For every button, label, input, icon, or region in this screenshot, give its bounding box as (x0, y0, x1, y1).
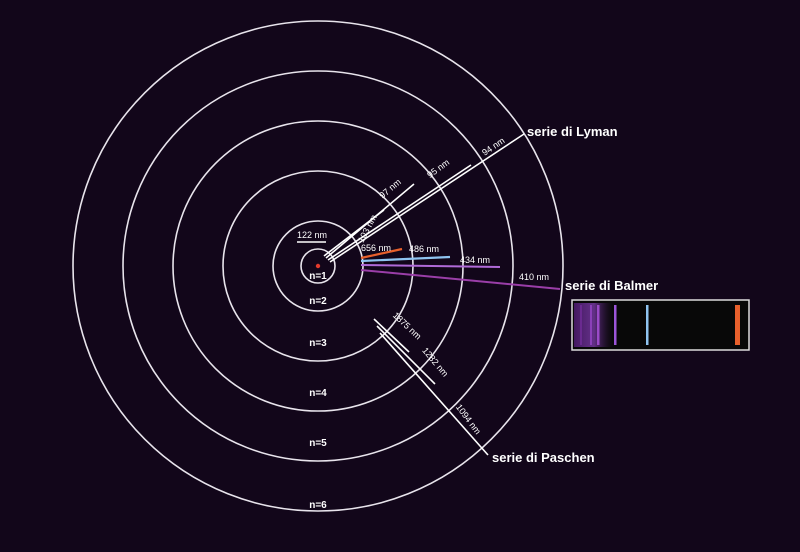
spectrum-line-397 (590, 305, 592, 345)
orbit-n5 (122, 70, 514, 462)
paschen-line-1094 (379, 332, 489, 456)
orbit-n6 (72, 20, 564, 512)
level-label-n4: n=4 (309, 388, 327, 399)
spectrum-line-410 (597, 305, 600, 345)
level-label-n6: n=6 (309, 500, 327, 511)
balmer-label-410: 410 nm (519, 272, 549, 282)
lyman-series-label: serie di Lyman (527, 124, 618, 139)
balmer-spectrum (571, 299, 750, 351)
balmer-label-656: 656 nm (361, 243, 391, 253)
paschen-label-1094: 1094 nm (454, 402, 483, 436)
spectrum-line-434 (614, 305, 617, 345)
balmer-line-656 (360, 247, 403, 260)
level-label-n1: n=1 (309, 271, 327, 282)
balmer-series-label: serie di Balmer (565, 278, 658, 293)
lyman-label-95: 95 nm (425, 157, 451, 180)
spectrum-line-486 (646, 305, 649, 345)
lyman-label-122: 122 nm (297, 230, 327, 240)
balmer-line-486 (360, 255, 451, 263)
spectrum-line-656 (735, 305, 740, 345)
orbit-n1 (300, 248, 336, 284)
lyman-line-97 (325, 183, 415, 259)
level-label-n3: n=3 (309, 338, 327, 349)
balmer-label-486: 486 nm (409, 244, 439, 254)
lyman-line-95 (327, 164, 472, 261)
paschen-series-label: serie di Paschen (492, 450, 595, 465)
balmer-line-410 (360, 269, 561, 290)
paschen-line-1875 (373, 318, 410, 353)
paschen-line-1282 (376, 325, 436, 385)
level-label-n2: n=2 (309, 296, 327, 307)
balmer-line-434 (360, 264, 501, 268)
balmer-label-434: 434 nm (460, 255, 490, 265)
lyman-line-94 (329, 133, 525, 263)
level-label-n5: n=5 (309, 438, 327, 449)
paschen-label-1875: 1875 nm (391, 310, 423, 341)
spectrum-line-uv (580, 305, 582, 345)
nucleus (315, 263, 321, 269)
